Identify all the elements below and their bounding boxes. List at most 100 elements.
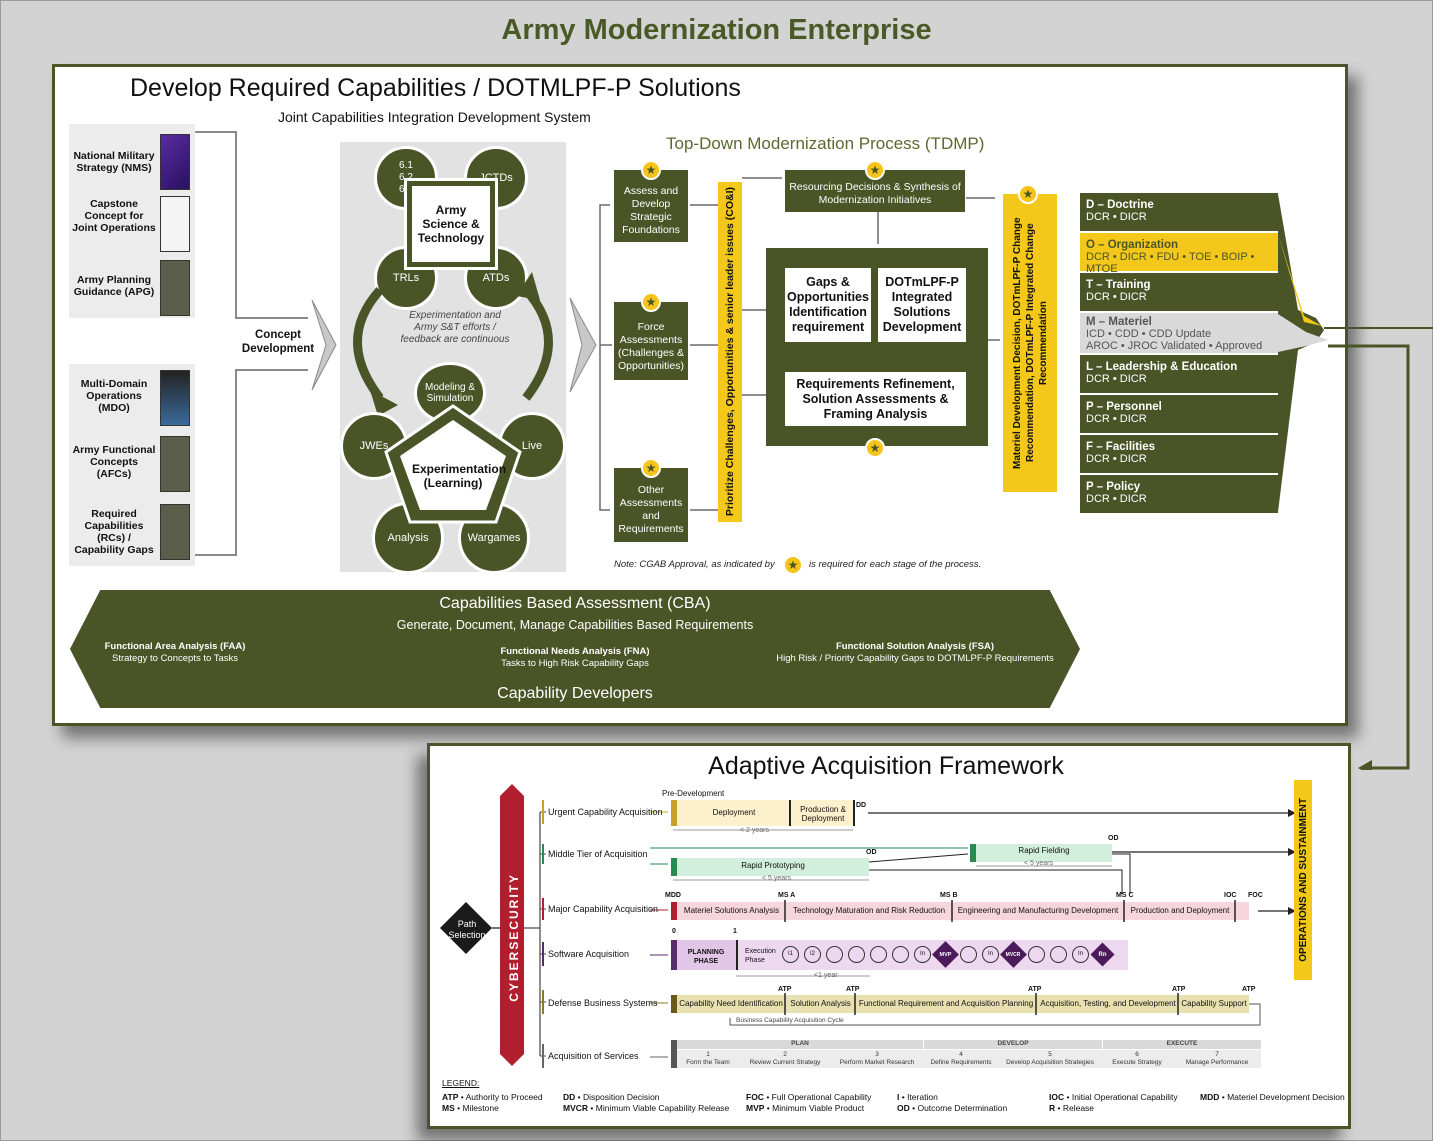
software-zero: 0 bbox=[672, 928, 676, 935]
mta-fielding: Rapid Fielding bbox=[1018, 846, 1070, 855]
legend-title: LEGEND: bbox=[442, 1078, 480, 1088]
science-center: Army Science & Technology bbox=[412, 186, 490, 262]
doc-nms: National Military Strategy (NMS) bbox=[73, 150, 155, 174]
tdmp-other: Other Assessments and Requirements bbox=[614, 468, 688, 542]
tdmp-assess: Assess and Develop Strategic Foundations bbox=[614, 170, 688, 242]
services-execute: EXECUTE bbox=[1166, 1040, 1198, 1047]
major-ioc: IOC bbox=[1224, 892, 1237, 899]
path-mta[interactable]: Middle Tier of Acquisition bbox=[548, 849, 648, 859]
dbs-cycle: Business Capability Acquisition Cycle bbox=[736, 1017, 844, 1024]
tdmp-refinement: Requirements Refinement, Solution Assess… bbox=[785, 372, 966, 426]
major-phase-1: Materiel Solutions Analysis bbox=[683, 906, 780, 915]
major-msc: MS C bbox=[1116, 892, 1134, 899]
rcs-book-icon bbox=[160, 504, 190, 560]
iteration-icon bbox=[1050, 945, 1067, 963]
iteration-icon bbox=[960, 945, 977, 963]
aaf-structure bbox=[440, 784, 1296, 1068]
iteration-icon: I2 bbox=[804, 945, 821, 963]
path-major[interactable]: Major Capability Acquisition bbox=[548, 904, 659, 914]
ops-sustainment-bar: OPERATIONS AND SUSTAINMENT bbox=[1294, 780, 1312, 980]
cba-band bbox=[70, 590, 1080, 708]
iteration-icon bbox=[848, 945, 865, 963]
cgab-note-suffix: is required for each stage of the proces… bbox=[809, 559, 982, 570]
path-selection: Path Selection bbox=[448, 919, 486, 940]
path-software[interactable]: Software Acquisition bbox=[548, 949, 630, 959]
afc-book-icon bbox=[160, 436, 190, 492]
cybersecurity-label: CYBERSECURITY bbox=[506, 872, 521, 1002]
major-msb: MS B bbox=[940, 892, 958, 899]
concept-development-label: Concept Development bbox=[241, 329, 315, 355]
major-phase-4: Production and Deployment bbox=[1130, 906, 1230, 915]
star-icon: ★ bbox=[783, 555, 803, 575]
page-title: Army Modernization Enterprise bbox=[501, 14, 932, 46]
major-mdd: MDD bbox=[665, 892, 681, 899]
mta-prototyping: Rapid Prototyping bbox=[741, 861, 805, 870]
dbs-atp-2: ATP bbox=[846, 986, 860, 993]
materiel-decision-bar: Materiel Development Decision, DOTmLPF-P… bbox=[1003, 194, 1057, 492]
apg-book-icon bbox=[160, 260, 190, 316]
cba-subtitle: Generate, Document, Manage Capabilities … bbox=[396, 618, 754, 632]
software-exec: Execution Phase bbox=[745, 948, 776, 964]
star-icon: ★ bbox=[865, 438, 885, 458]
star-icon: ★ bbox=[865, 160, 885, 180]
major-phase-2: Technology Maturation and Risk Reduction bbox=[792, 906, 946, 915]
mta-od-1: OD bbox=[866, 849, 877, 856]
legend-col-6: MDD • Materiel Development Decision bbox=[1200, 1092, 1345, 1102]
dbs-phase-3: Functional Requirement and Acquisition P… bbox=[858, 999, 1034, 1008]
tdmp-force: Force Assessments (Challenges & Opportun… bbox=[614, 302, 688, 380]
iteration-icon bbox=[826, 945, 843, 963]
fna-title: Functional Needs Analysis (FNA) bbox=[500, 646, 650, 657]
dbs-atp-1: ATP bbox=[778, 986, 792, 993]
software-duration: <1 year bbox=[814, 972, 838, 979]
capstone-book-icon bbox=[160, 196, 190, 252]
iteration-icon: In bbox=[1072, 945, 1089, 963]
star-icon: ★ bbox=[641, 160, 661, 180]
dbs-atp-4: ATP bbox=[1172, 986, 1186, 993]
services-develop: DEVELOP bbox=[997, 1040, 1029, 1047]
legend: LEGEND: bbox=[442, 1078, 479, 1089]
iteration-icon: In bbox=[982, 945, 999, 963]
urgent-duration: < 2 years bbox=[740, 827, 769, 834]
jcids-subtitle: Joint Capabilities Integration Developme… bbox=[278, 109, 591, 125]
doc-apg: Army Planning Guidance (APG) bbox=[73, 274, 155, 298]
science-chevron bbox=[569, 297, 597, 393]
path-dbs[interactable]: Defense Business Systems bbox=[548, 998, 658, 1008]
iteration-icon bbox=[870, 945, 887, 963]
prioritize-bar: Prioritize Challenges, Opportunities & s… bbox=[718, 182, 742, 522]
tdmp-gaps: Gaps & Opportunities Identification requ… bbox=[785, 268, 871, 342]
iteration-icon: In bbox=[914, 945, 931, 963]
mta-duration-2: < 5 years bbox=[1024, 860, 1053, 867]
path-services[interactable]: Acquisition of Services bbox=[548, 1051, 639, 1061]
path-urgent[interactable]: Urgent Capability Acquisition bbox=[548, 807, 663, 817]
doc-mdo: Multi-Domain Operations (MDO) bbox=[80, 378, 148, 414]
prioritize-text: Prioritize Challenges, Opportunities & s… bbox=[723, 187, 736, 517]
fsa-sub: High Risk / Priority Capability Gaps to … bbox=[776, 653, 1054, 664]
iteration-icon bbox=[1028, 945, 1045, 963]
iteration-icon bbox=[892, 945, 909, 963]
mvp-diamond: MVP bbox=[932, 940, 959, 968]
doc-capstone: Capstone Concept for Joint Operations bbox=[72, 198, 156, 234]
dbs-phase-1: Capability Need Identification bbox=[679, 999, 783, 1008]
urgent-pre: Pre-Development bbox=[662, 789, 725, 798]
tdmp-dotmlpf: DOTmLPF-P Integrated Solutions Developme… bbox=[878, 268, 966, 342]
doc-afc: Army Functional Concepts (AFCs) bbox=[72, 444, 156, 480]
concept-connector bbox=[195, 131, 337, 556]
develop-title: Develop Required Capabilities / DOTMLPF-… bbox=[130, 74, 741, 102]
star-icon: ★ bbox=[641, 292, 661, 312]
major-foc: FOC bbox=[1248, 892, 1263, 899]
